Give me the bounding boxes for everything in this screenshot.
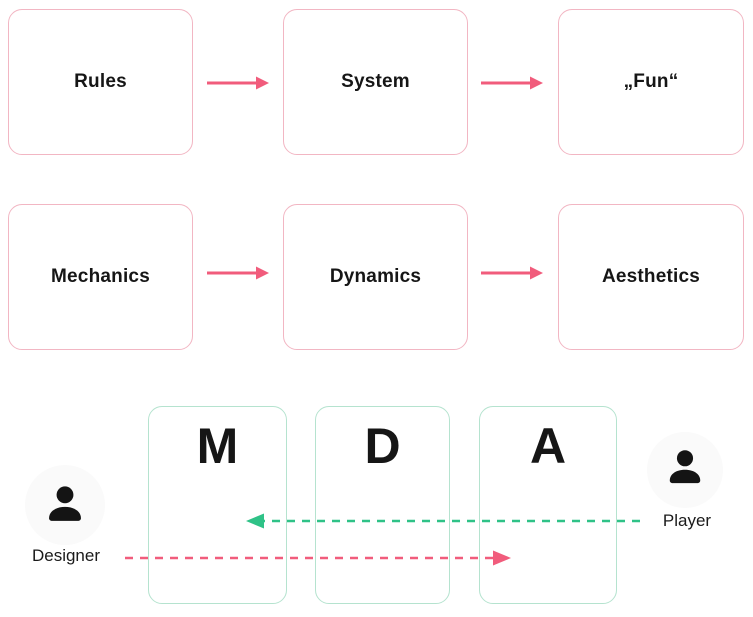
box-d: D: [315, 406, 450, 604]
box-dynamics-label: Dynamics: [329, 266, 422, 287]
box-m-label: M: [196, 418, 239, 474]
box-aesthetics: Aesthetics: [558, 204, 744, 350]
box-dynamics: Dynamics: [283, 204, 468, 350]
box-d-label: D: [364, 418, 401, 474]
box-aesthetics-label: Aesthetics: [601, 266, 701, 287]
person-icon: [49, 486, 81, 521]
person-icon: [669, 450, 701, 484]
designer-label: Designer: [31, 546, 101, 565]
designer-icon-halo: [25, 465, 105, 545]
box-a-label: A: [529, 418, 567, 474]
arrow-mechanics-to-dynamics: [207, 266, 269, 280]
box-rules-label: Rules: [74, 71, 127, 92]
arrow-system-to-fun: [481, 76, 543, 90]
arrow-dynamics-to-aesthetics: [481, 266, 543, 280]
arrow-rules-to-system: [207, 76, 269, 90]
box-system: System: [283, 9, 468, 155]
box-fun-label: „Fun“: [623, 71, 679, 92]
box-mechanics: Mechanics: [8, 204, 193, 350]
box-fun: „Fun“: [558, 9, 744, 155]
box-a: A: [479, 406, 617, 604]
box-rules: Rules: [8, 9, 193, 155]
box-m: M: [148, 406, 287, 604]
box-mechanics-label: Mechanics: [51, 266, 150, 287]
player-label: Player: [662, 511, 712, 530]
box-system-label: System: [341, 71, 410, 92]
